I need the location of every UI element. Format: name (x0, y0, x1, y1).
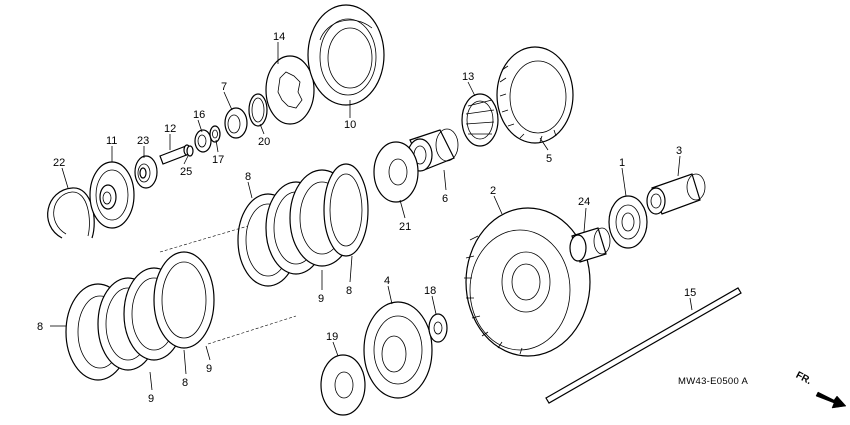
callout-22: 22 (53, 157, 65, 169)
callout-8-upper-b: 8 (346, 285, 352, 297)
alignment-line-lower (207, 315, 297, 345)
callout-labels: 14 10 13 5 7 16 17 20 12 25 11 23 22 6 2… (37, 31, 696, 405)
part-21-snap-ring (248, 93, 268, 127)
part-15-rod (545, 287, 742, 404)
part-20-thrust-washer (373, 141, 419, 203)
callout-23: 23 (137, 135, 149, 147)
callout-2: 2 (490, 185, 496, 197)
lower-clutch-pack (65, 251, 215, 381)
part-18-washer (428, 313, 448, 343)
part-5-gear-ring (496, 46, 574, 144)
part-22-circlip (47, 187, 95, 239)
alignment-line-upper (159, 225, 249, 253)
callout-15: 15 (684, 287, 696, 299)
callout-20: 21 (399, 221, 411, 233)
callout-6: 6 (442, 193, 448, 205)
upper-clutch-pack (237, 163, 369, 287)
drawing-code: MW43-E0500 A (678, 376, 748, 387)
part-3-sleeve (646, 173, 706, 215)
part-24-needle-bearing (569, 227, 611, 263)
part-1-drive-gear (608, 195, 648, 249)
callout-5: 5 (546, 153, 552, 165)
front-arrow-icon (815, 391, 847, 409)
part-4-clutch-center (363, 301, 433, 399)
part-7-collar (224, 107, 248, 139)
part-19-thrust-washer (320, 354, 366, 416)
callout-25: 25 (180, 166, 192, 178)
front-direction-indicator: FR. (794, 370, 847, 409)
callout-11: 11 (106, 135, 117, 147)
part-23-bearing (134, 155, 158, 189)
callout-17: 17 (212, 154, 224, 166)
callout-10: 10 (344, 119, 356, 131)
callout-9-lower-a: 9 (148, 393, 154, 405)
part-10-clutch-drum-cover (307, 4, 385, 106)
part-13-needle-bearing (461, 93, 499, 147)
callout-9-upper-a: 9 (318, 293, 324, 305)
callout-9-lower-b: 9 (206, 363, 212, 375)
callout-8-lower-b: 8 (182, 377, 188, 389)
part-25-ring (186, 145, 194, 157)
callout-14: 14 (273, 31, 285, 43)
callout-13: 13 (462, 71, 474, 83)
leader-lines (50, 42, 693, 391)
callout-21: 20 (258, 136, 270, 148)
part-16-bearing (194, 129, 212, 153)
callout-16: 16 (193, 109, 205, 121)
part-14-spring-plate (265, 55, 315, 125)
callout-4: 4 (384, 275, 390, 287)
part-2-clutch-housing (464, 207, 591, 357)
callout-7: 7 (221, 81, 227, 93)
callout-8-upper: 8 (245, 171, 251, 183)
callout-3: 3 (676, 145, 682, 157)
callout-8-lower-a: 8 (37, 321, 43, 333)
callout-24: 24 (578, 196, 590, 208)
part-11-piston (89, 161, 135, 229)
callout-19: 19 (326, 331, 338, 343)
callout-18: 18 (424, 285, 436, 297)
callout-1: 1 (619, 157, 625, 169)
callout-12: 12 (164, 123, 176, 135)
part-17-ring (209, 125, 221, 143)
front-label: FR. (794, 370, 814, 387)
